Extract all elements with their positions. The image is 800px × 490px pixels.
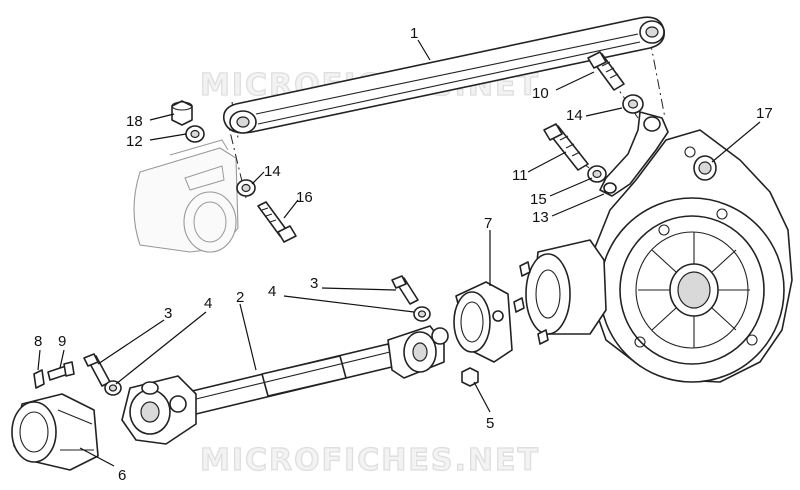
part-9-screw <box>47 361 75 381</box>
part-2-propeller-shaft <box>121 325 449 445</box>
part-12-washer <box>185 125 205 143</box>
callout-18: 18 <box>126 113 143 130</box>
callout-17: 17 <box>756 105 773 122</box>
part-3-bolt-right <box>391 275 419 305</box>
part-10-bolt <box>587 51 625 91</box>
callout-8: 8 <box>34 333 42 350</box>
callout-6: 6 <box>118 467 126 484</box>
part-15-washer <box>587 165 607 183</box>
part-13-bracket <box>599 111 669 197</box>
bevel-gear-housing <box>591 129 793 383</box>
part-4-washer-left <box>104 380 122 396</box>
callout-3-upper: 3 <box>310 275 318 292</box>
callout-12: 12 <box>126 133 143 150</box>
frame-tube-ghost <box>133 139 239 253</box>
callout-4-lower: 4 <box>204 295 212 312</box>
watermark-bottom: MICROFICHES.NET <box>200 443 540 478</box>
part-14-washer-left <box>236 179 256 197</box>
callout-14-left: 14 <box>264 163 281 180</box>
callout-7: 7 <box>484 215 492 232</box>
callout-16: 16 <box>296 189 313 206</box>
callout-1: 1 <box>410 25 418 42</box>
pinion-input-flange <box>513 239 607 345</box>
callout-2: 2 <box>236 289 244 306</box>
callout-10: 10 <box>532 85 549 102</box>
part-1-reaction-rod <box>222 16 666 134</box>
part-14-washer-right <box>622 94 644 114</box>
callout-4-upper: 4 <box>268 283 276 300</box>
callout-3-lower: 3 <box>164 305 172 322</box>
part-7-boot <box>453 281 513 363</box>
part-11-bolt <box>543 123 589 171</box>
part-6-boot <box>11 393 99 471</box>
callout-11: 11 <box>512 167 528 184</box>
callout-13: 13 <box>532 209 549 226</box>
callout-15: 15 <box>530 191 547 208</box>
callout-5: 5 <box>486 415 494 432</box>
callout-9: 9 <box>58 333 66 350</box>
part-16-bolt <box>257 201 297 243</box>
part-4-washer-right <box>413 306 431 322</box>
part-8-clip <box>33 369 45 389</box>
leader-lines <box>37 39 761 467</box>
callout-14-right: 14 <box>566 107 583 124</box>
part-5-nut <box>461 367 479 387</box>
part-18-nut <box>171 100 193 126</box>
